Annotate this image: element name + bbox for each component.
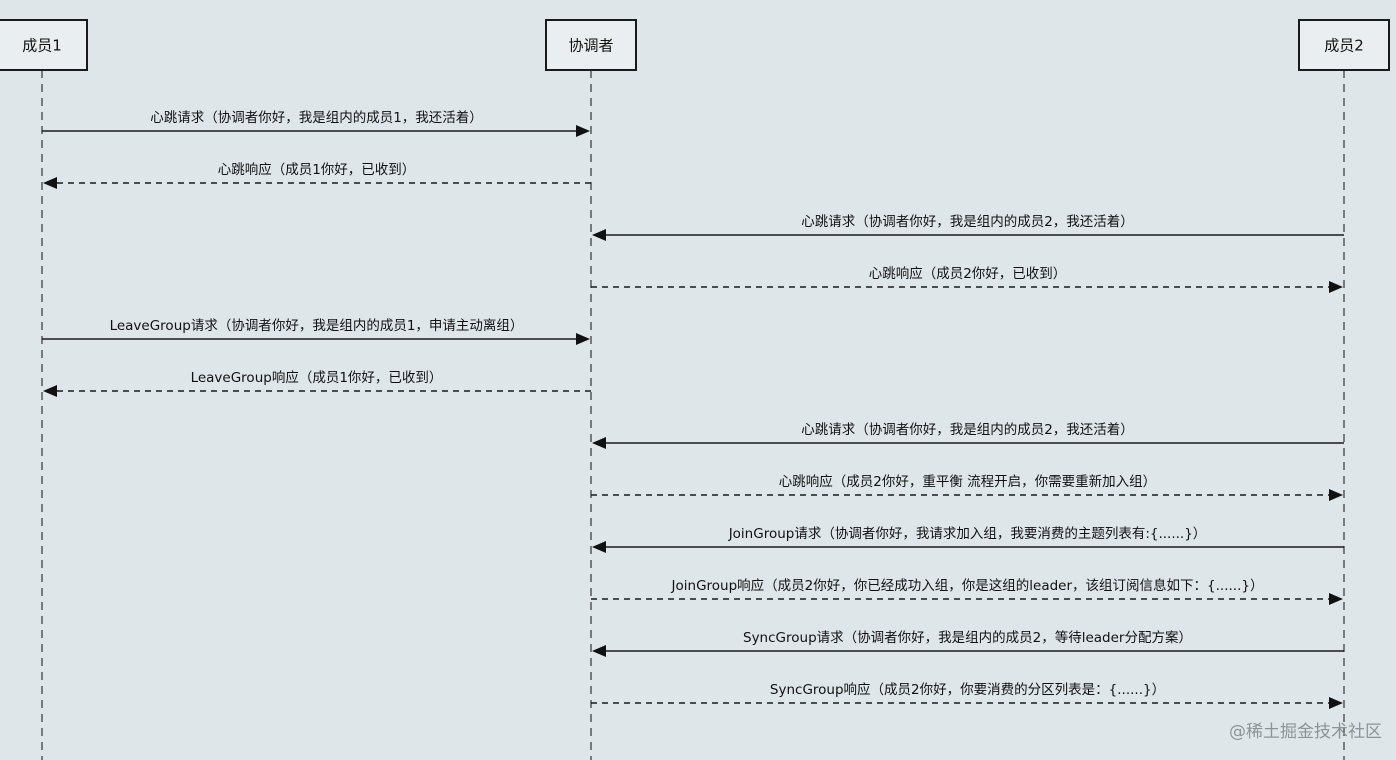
- message-label-6: LeaveGroup响应（成员1你好，已收到）: [191, 369, 443, 386]
- message-label-4: 心跳响应（成员2你好，已收到）: [869, 265, 1067, 282]
- message-label-7: 心跳请求（协调者你好，我是组内的成员2，我还活着）: [801, 421, 1134, 438]
- watermark: @稀土掘金技术社区: [1229, 722, 1382, 742]
- message-label-9: JoinGroup请求（协调者你好，我请求加入组，我要消费的主题列表有:{...…: [728, 526, 1207, 542]
- message-arrowhead-3: [592, 229, 606, 241]
- message-arrowhead-8: [1329, 489, 1343, 501]
- message-arrowhead-10: [1329, 593, 1343, 605]
- actor-box-co: [545, 19, 637, 71]
- actor-label-co: 协调者: [568, 37, 613, 55]
- message-label-3: 心跳请求（协调者你好，我是组内的成员2，我还活着）: [801, 213, 1134, 230]
- message-label-2: 心跳响应（成员1你好，已收到）: [218, 161, 416, 178]
- message-label-11: SyncGroup请求（协调者你好，我是组内的成员2，等待leader分配方案）: [743, 629, 1192, 646]
- message-arrowhead-4: [1329, 281, 1343, 293]
- message-arrowhead-9: [592, 541, 606, 553]
- message-label-10: JoinGroup响应（成员2你好，你已经成功入组，你是这组的leader，该组…: [671, 577, 1264, 594]
- messages: 心跳请求（协调者你好，我是组内的成员1，我还活着） 心跳响应（成员1你好，已收到）…: [42, 109, 1344, 709]
- message-arrowhead-5: [576, 333, 590, 345]
- message-arrowhead-7: [592, 437, 606, 449]
- message-label-5: LeaveGroup请求（协调者你好，我是组内的成员1，申请主动离组）: [110, 317, 524, 334]
- actor-label-m1: 成员1: [22, 37, 62, 55]
- message-arrowhead-6: [43, 385, 57, 397]
- actors: 成员1 协调者 成员2: [0, 19, 1390, 71]
- message-label-8: 心跳响应（成员2你好，重平衡 流程开启，你需要重新加入组）: [779, 473, 1156, 490]
- lifelines: [41, 70, 1345, 760]
- message-arrowhead-12: [1329, 697, 1343, 709]
- message-arrowhead-2: [43, 177, 57, 189]
- actor-box-m1: [0, 19, 88, 71]
- message-label-1: 心跳请求（协调者你好，我是组内的成员1，我还活着）: [150, 109, 483, 126]
- actor-box-m2: [1298, 19, 1390, 71]
- message-arrowhead-1: [576, 125, 590, 137]
- message-arrowhead-11: [592, 645, 606, 657]
- actor-label-m2: 成员2: [1324, 37, 1364, 55]
- message-label-12: SyncGroup响应（成员2你好，你要消费的分区列表是：{......}）: [770, 681, 1165, 698]
